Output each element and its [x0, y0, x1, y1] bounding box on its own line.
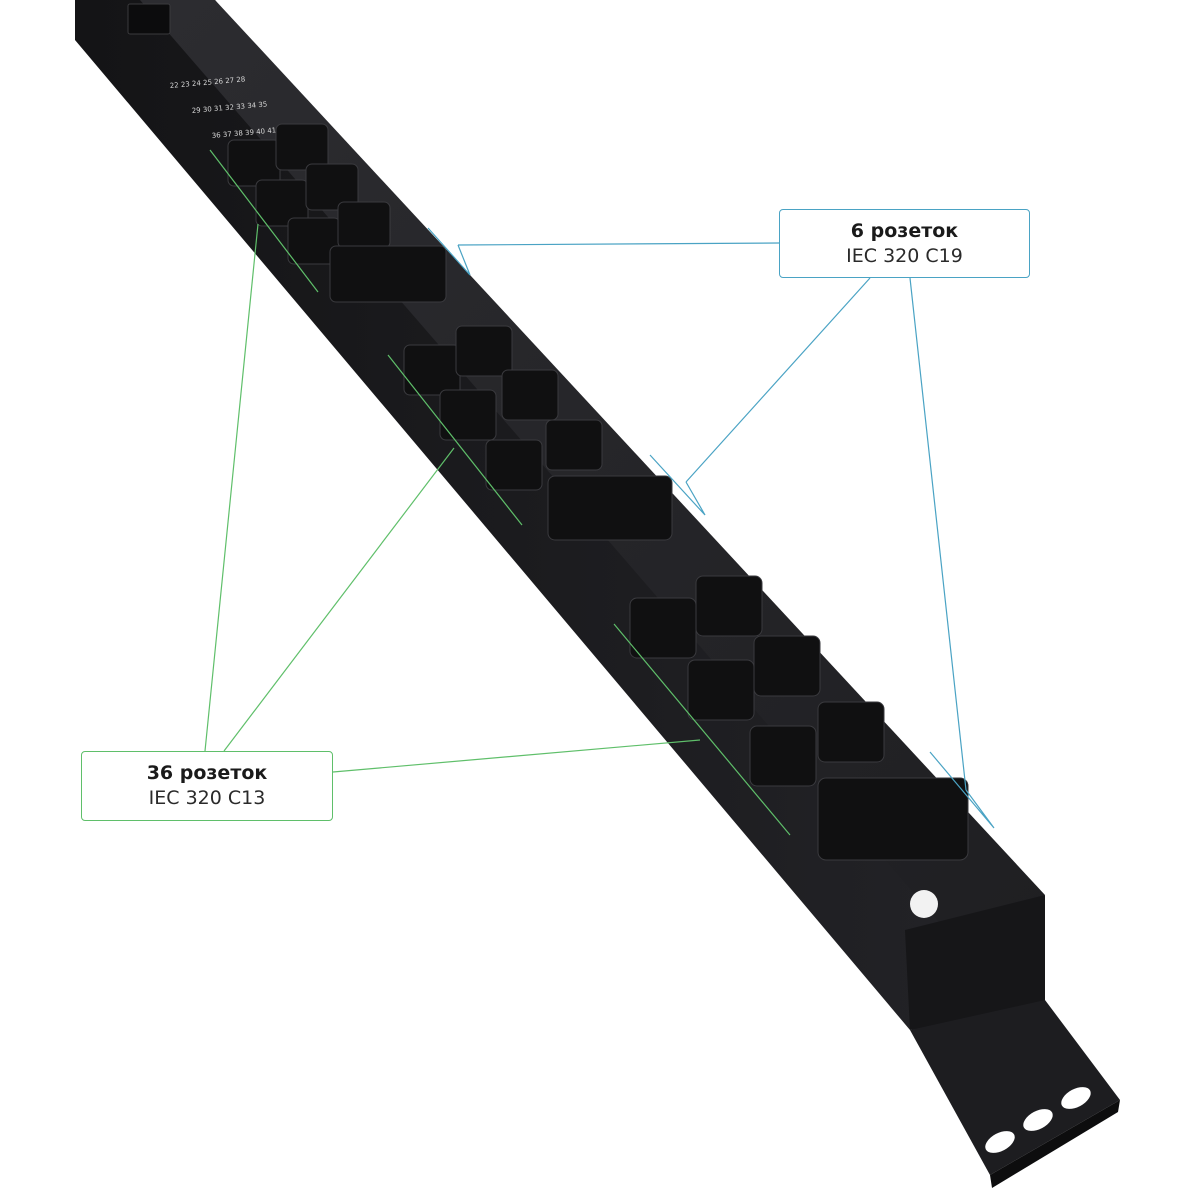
c19-count-label: 6 розеток [850, 220, 959, 242]
outlet-group-2 [403, 325, 673, 541]
ground-symbol-sticker [910, 890, 938, 918]
c13-leader-lines [204, 149, 791, 836]
c13-model-label: IEC 320 C13 [148, 787, 266, 809]
pdu-end-cap [905, 895, 1045, 1030]
c19-model-label: IEC 320 C19 [846, 245, 963, 267]
breaker-switch [127, 3, 171, 35]
mounting-bracket [910, 1000, 1120, 1188]
c19-callout: 6 розеток IEC 320 C19 [779, 209, 1030, 278]
outlet-group-3 [629, 575, 969, 861]
c13-callout: 36 розеток IEC 320 C13 [81, 751, 333, 821]
pdu-side-face [75, 0, 945, 1030]
c19-leader-lines [427, 227, 995, 829]
c13-count-label: 36 розеток [146, 762, 268, 784]
outlet-group-1 [227, 123, 447, 303]
